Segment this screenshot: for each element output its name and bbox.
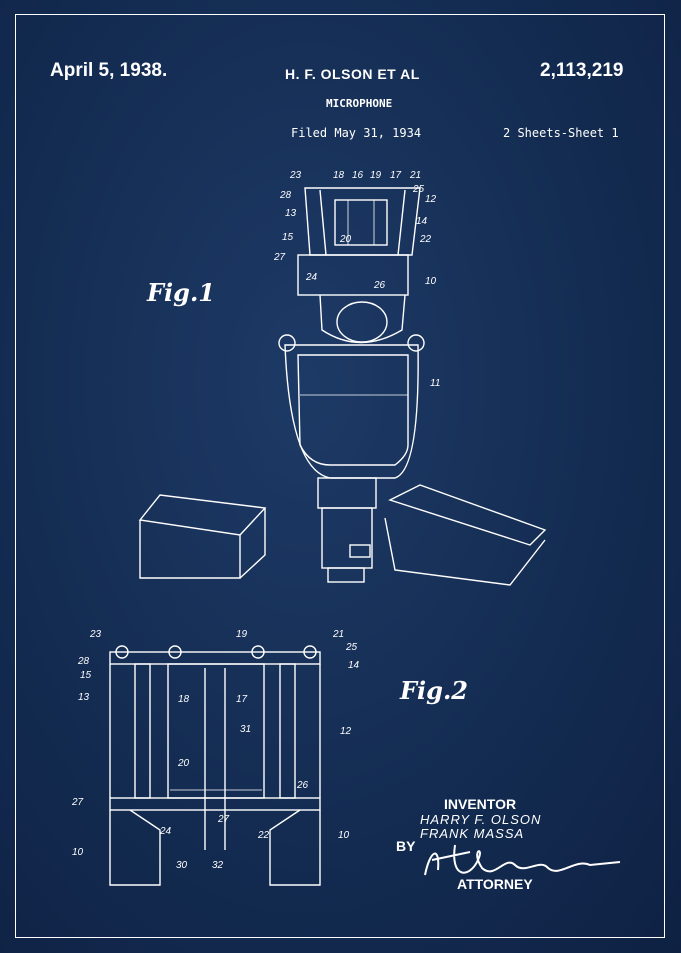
fig2-reference-numeral: 21 — [332, 629, 344, 640]
page-border — [15, 14, 665, 938]
inventor-label: INVENTOR — [444, 796, 517, 812]
fig2-reference-numeral: 10 — [338, 830, 350, 841]
patent-date: April 5, 1938. — [50, 60, 168, 81]
fig1-reference-numeral: 27 — [273, 252, 286, 263]
sheet-count: 2 Sheets-Sheet 1 — [503, 126, 619, 140]
fig2-label: Fig.2 — [400, 676, 468, 705]
fig1-label: Fig.1 — [147, 278, 215, 307]
fig2-reference-numeral: 22 — [257, 830, 270, 841]
fig2-reference-numeral: 10 — [72, 847, 84, 858]
fig2-reference-numeral: 20 — [177, 758, 190, 769]
fig2-reference-numeral: 12 — [340, 726, 352, 737]
fig2-reference-numeral: 13 — [78, 692, 90, 703]
fig1-reference-numeral: 28 — [279, 190, 292, 201]
fig1-reference-numeral: 20 — [339, 234, 352, 245]
fig1-reference-numeral: 12 — [425, 194, 437, 205]
inventor-2: FRANK MASSA — [420, 826, 525, 841]
patent-number: 2,113,219 — [540, 60, 624, 81]
inventor-names-header: H. F. OLSON ET AL — [285, 66, 420, 82]
fig2-reference-numeral: 17 — [236, 694, 248, 705]
by-label: BY — [396, 838, 416, 854]
fig1-reference-numeral: 22 — [419, 234, 432, 245]
fig2-reference-numeral: 27 — [217, 814, 230, 825]
fig2-reference-numeral: 27 — [71, 797, 84, 808]
fig2-reference-numeral: 19 — [236, 629, 248, 640]
fig2-reference-numeral: 32 — [212, 860, 224, 871]
fig1-reference-numeral: 23 — [289, 170, 302, 181]
fig1-reference-numeral: 10 — [425, 276, 437, 287]
fig1-reference-numeral: 21 — [409, 170, 421, 181]
fig2-reference-numeral: 14 — [348, 660, 360, 671]
fig2-reference-numeral: 23 — [89, 629, 102, 640]
fig1-reference-numeral: 11 — [430, 378, 440, 389]
fig1-reference-numeral: 26 — [373, 280, 386, 291]
filed-date: Filed May 31, 1934 — [291, 126, 422, 140]
fig1-reference-numeral: 15 — [282, 232, 294, 243]
fig1-reference-numeral: 18 — [333, 170, 345, 181]
fig2-reference-numeral: 26 — [296, 780, 309, 791]
attorney-label: ATTORNEY — [457, 876, 533, 892]
fig2-reference-numeral: 30 — [176, 860, 188, 871]
patent-title: MICROPHONE — [326, 97, 393, 110]
fig1-microphone-drawing — [138, 187, 547, 586]
fig2-reference-numeral: 28 — [77, 656, 90, 667]
fig2-reference-numeral: 18 — [178, 694, 190, 705]
inventor-1: HARRY F. OLSON — [420, 812, 542, 827]
fig1-reference-numeral: 24 — [305, 272, 318, 283]
fig1-reference-numeral: 13 — [285, 208, 297, 219]
fig1-reference-numeral: 14 — [416, 216, 428, 227]
fig1-reference-numeral: 19 — [370, 170, 382, 181]
fig1-reference-numeral: 17 — [390, 170, 402, 181]
fig2-reference-numeral: 24 — [159, 826, 172, 837]
fig1-reference-numeral: 25 — [412, 184, 425, 195]
fig1-reference-numeral: 16 — [352, 170, 364, 181]
fig2-reference-numeral: 25 — [345, 642, 358, 653]
fig2-reference-numeral: 15 — [80, 670, 92, 681]
fig2-section-drawing — [109, 645, 321, 886]
fig2-reference-numeral: 31 — [240, 724, 251, 735]
